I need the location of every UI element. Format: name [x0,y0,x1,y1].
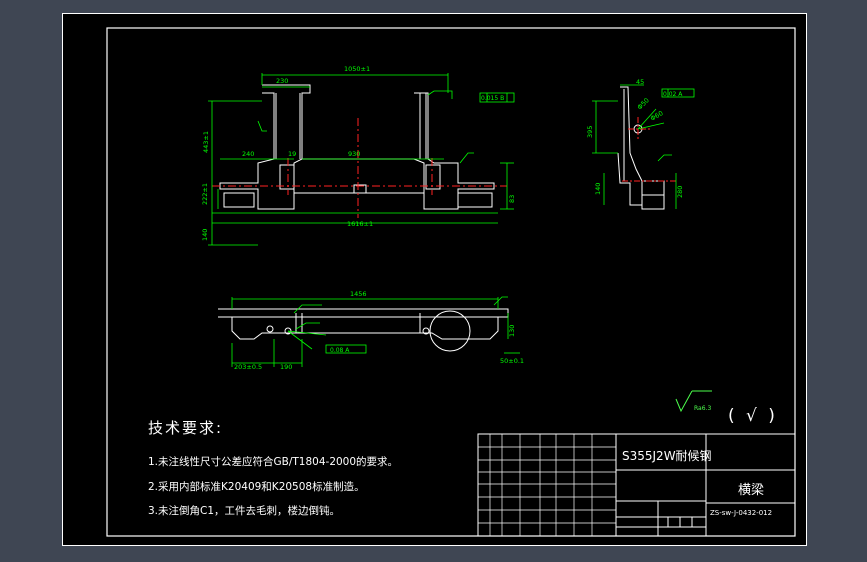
title-block [477,433,796,537]
dim-front-left-low: 140 [201,229,209,241]
roughness-value: Ra6.3 [694,405,712,412]
dim-plan-overall: 1456 [350,290,367,298]
dim-plan-tol: 0.08 A [330,347,350,354]
technical-requirements-title: 技术要求: [148,419,224,437]
side-dimensions [592,84,695,209]
technical-requirement-2: 2.采用内部标准K20409和K20508标准制造。 [148,481,365,493]
title-block-drawing-code: ZS-sw-J-0432-012 [710,509,773,517]
title-block-grid [478,434,616,536]
roughness-general-mark: ( √ ) [728,406,778,426]
dim-side-angle: Φ50 [636,96,651,111]
dim-side-low-right: 280 [676,186,684,198]
dim-front-bottom-overall: 1616±1 [347,220,373,228]
dim-front-flange-tol: 0.015 B [481,95,504,102]
plan-view [218,308,509,352]
front-view [219,84,495,210]
cad-drawing: 1050±1 230 0.015 B 443±1 240 19 930 222±… [62,13,807,546]
plan-dimensions [231,296,520,367]
technical-requirement-3: 3.未注倒角C1，工件去毛刺，楼边倒钝。 [148,505,341,517]
front-dimensions [208,73,515,246]
dim-side-low-left: 140 [594,183,602,195]
dim-side-tol: 0.02 A [663,91,683,98]
dim-front-inner: 19 [288,150,296,158]
dim-plan-right-low: 50±0.1 [500,357,524,365]
dim-front-left-offset: 240 [242,150,254,158]
roughness-symbol [675,390,693,413]
dim-plan-bottom-mid: 190 [280,363,292,371]
dim-plan-bottom-left: 203±0.5 [234,363,262,371]
inner-border [106,27,796,537]
dim-front-left-mid: 222±1 [201,183,209,205]
dim-side-hole: Φ60 [649,109,665,123]
dim-plan-right-vert: 130 [508,325,516,337]
outer-border [62,13,807,546]
dim-front-height: 443±1 [202,131,210,153]
dim-front-left-width: 230 [276,77,288,85]
drawing-sheet: 1050±1 230 0.015 B 443±1 240 19 930 222±… [62,13,807,546]
technical-requirement-1: 1.未注线性尺寸公差应符合GB/T1804-2000的要求。 [148,456,399,468]
dim-front-top-overall: 1050±1 [344,65,370,73]
front-centerlines [212,118,507,218]
dim-front-center: 930 [348,150,360,158]
title-block-material: S355J2W耐候钢 [622,449,712,463]
dim-front-right-side: 83 [508,195,516,203]
dim-side-height: 395 [586,126,594,138]
dim-side-top: 45 [636,78,644,86]
title-block-part-name: 横梁 [738,483,765,498]
